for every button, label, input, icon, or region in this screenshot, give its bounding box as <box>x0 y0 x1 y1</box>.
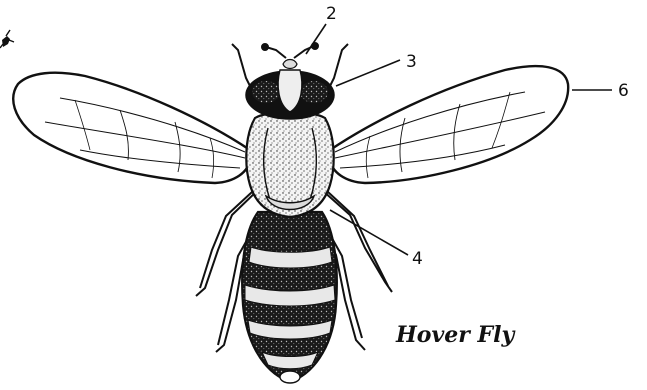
antennae <box>262 43 318 58</box>
callout-label-6: 6 <box>618 81 629 101</box>
callout-label-4: 4 <box>412 249 423 269</box>
callout-label-2: 2 <box>326 4 337 24</box>
small-insect-icon <box>0 30 14 48</box>
thorax <box>246 112 333 217</box>
diagram-caption: Hover Fly <box>396 322 514 348</box>
right-wing <box>330 66 568 183</box>
callout-label-3: 3 <box>406 52 417 72</box>
head <box>246 60 334 120</box>
leader-line-3 <box>336 60 400 86</box>
left-wing <box>13 73 250 183</box>
abdomen <box>242 212 337 383</box>
